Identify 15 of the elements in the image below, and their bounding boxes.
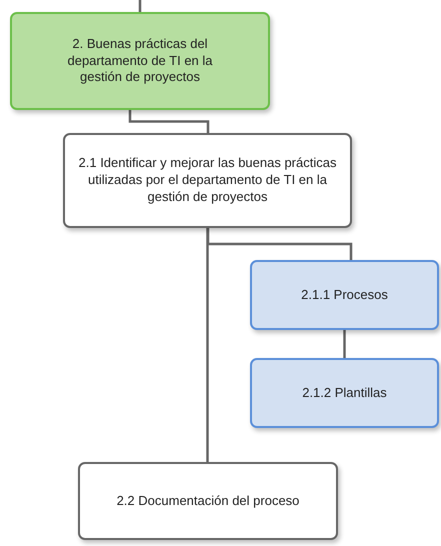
connector-line	[343, 330, 346, 358]
topic-box	[10, 12, 270, 110]
connector-line	[206, 228, 209, 462]
topic-text: 2.1 Identificar y mejorar las buenas prácticas utilizadas por el departamento de TI en la gestión de proyectos	[78, 155, 338, 206]
topic-box	[78, 462, 338, 540]
topic-box	[63, 133, 352, 228]
connector-line	[128, 110, 210, 133]
topic-text: 2. Buenas prácticas del departamento de TI en la gestión de proyectos	[66, 36, 214, 86]
topic-box	[250, 260, 439, 330]
connector-line	[138, 0, 142, 12]
topic-box	[250, 358, 439, 428]
topic-text: 2.2 Documentación del proceso	[116, 492, 300, 510]
connector-line	[206, 228, 352, 260]
topic-text: 2.1.1 Procesos	[301, 286, 388, 304]
topic-text: 2.1.2 Plantillas	[302, 384, 387, 402]
